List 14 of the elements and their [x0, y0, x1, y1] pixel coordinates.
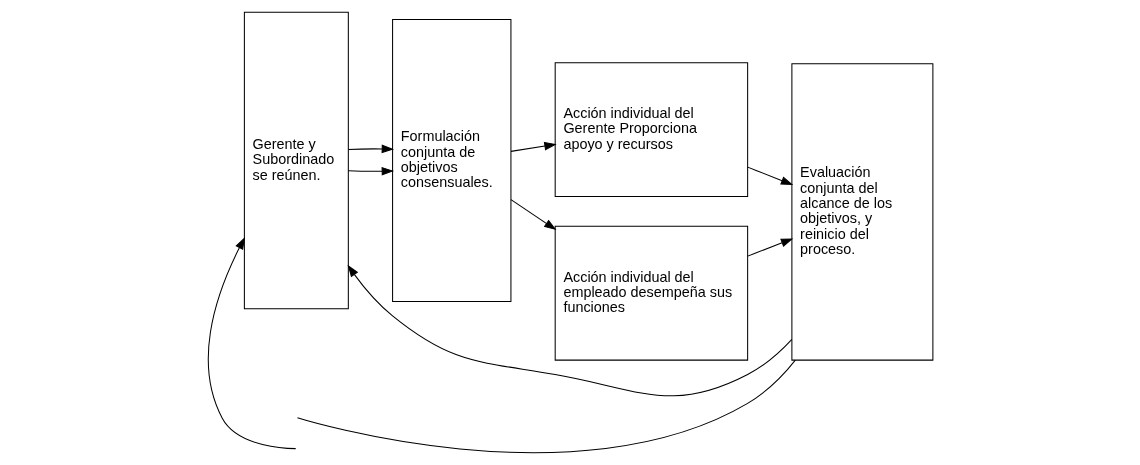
- arrow: [746, 166, 793, 186]
- arrow: [746, 238, 793, 257]
- arrow: [509, 199, 556, 231]
- node-box: Acción individual del empleado desempeña sus funciones: [554, 225, 748, 361]
- arrow: [347, 264, 792, 397]
- node-box: Gerente y Subordinado se reúnen.: [243, 11, 349, 310]
- arrow: [207, 237, 296, 450]
- connector: [296, 359, 796, 453]
- node-box: Evaluación conjunta del alcance de los objetivos, y reinicio del proceso.: [790, 63, 933, 361]
- arrow: [347, 166, 394, 176]
- node-box: Formulación conjunta de objetivos consensuales.: [391, 18, 511, 302]
- arrow: [347, 144, 394, 154]
- node-box: Acción individual del Gerente Proporciona apoyo y recursos: [554, 62, 748, 197]
- arrow: [509, 141, 557, 152]
